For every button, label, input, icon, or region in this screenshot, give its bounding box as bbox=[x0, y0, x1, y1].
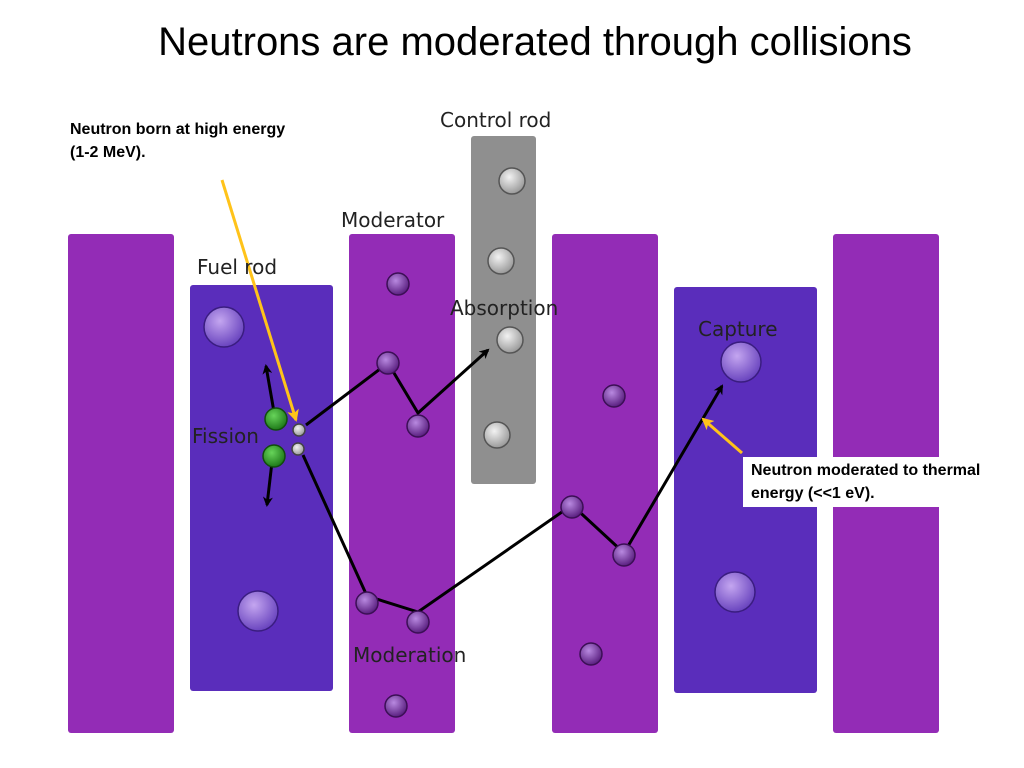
label-capture: Capture bbox=[698, 317, 778, 341]
control-rod-atom bbox=[496, 326, 524, 354]
label-moderator: Moderator bbox=[341, 208, 445, 232]
moderator-atom bbox=[612, 543, 636, 567]
moderator-atom bbox=[376, 351, 400, 375]
label-fission: Fission bbox=[192, 424, 259, 448]
fission-neutron bbox=[292, 423, 306, 437]
fission-fragment bbox=[264, 407, 288, 431]
annotation-neutron-born: Neutron born at high energy (1-2 MeV). bbox=[70, 121, 286, 161]
fuel-rod-1 bbox=[190, 285, 333, 691]
label-fuel-rod: Fuel rod bbox=[197, 255, 277, 279]
neutron-path-absorption bbox=[305, 348, 490, 427]
fuel-nucleus bbox=[203, 306, 245, 348]
moderator-atom bbox=[355, 591, 379, 615]
moderator-atom bbox=[386, 272, 410, 296]
fission-fragment-arrow-down bbox=[262, 461, 274, 507]
control-rod-atom bbox=[483, 421, 511, 449]
moderator-column-1 bbox=[68, 234, 174, 733]
neutron-path-capture bbox=[301, 384, 724, 614]
moderator-column-3 bbox=[552, 234, 658, 733]
control-rod bbox=[471, 136, 536, 484]
pointer-arrow-born bbox=[220, 179, 299, 422]
label-control-rod: Control rod bbox=[440, 108, 551, 132]
control-rod-atom bbox=[498, 167, 526, 195]
fission-neutron bbox=[291, 442, 305, 456]
label-moderation: Moderation bbox=[353, 643, 466, 667]
moderator-atom bbox=[560, 495, 584, 519]
moderator-atom bbox=[579, 642, 603, 666]
moderator-atom bbox=[406, 414, 430, 438]
pointer-arrow-thermal bbox=[701, 417, 743, 455]
slide-title: Neutrons are moderated through collision… bbox=[158, 20, 912, 64]
moderator-atom bbox=[384, 694, 408, 718]
moderator-atom bbox=[406, 610, 430, 634]
annotation-neutron-thermal: Neutron moderated to thermal energy (<<1… bbox=[743, 457, 1009, 507]
fuel-nucleus bbox=[714, 571, 756, 613]
control-rod-atom bbox=[487, 247, 515, 275]
fission-fragment bbox=[262, 444, 286, 468]
label-absorption: Absorption bbox=[450, 296, 558, 320]
fuel-nucleus bbox=[720, 341, 762, 383]
fuel-nucleus bbox=[237, 590, 279, 632]
fission-fragment-arrow-up bbox=[262, 364, 276, 413]
moderator-atom bbox=[602, 384, 626, 408]
